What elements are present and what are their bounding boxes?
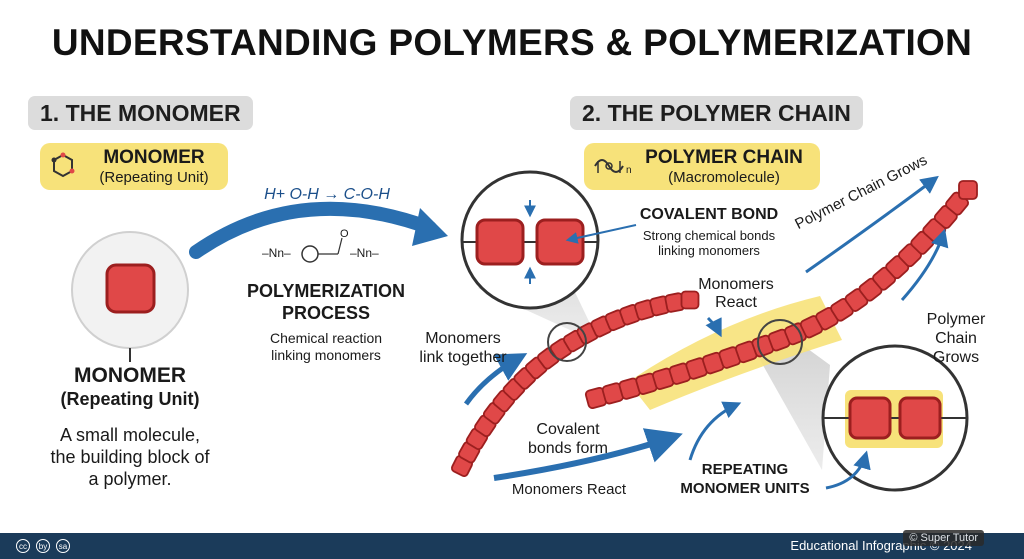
polymer-icon xyxy=(594,159,624,173)
process-arrow xyxy=(189,201,437,259)
zoom-cone-bottom xyxy=(760,330,830,470)
covalent-bond-description: Strong chemical bonds linking monomers xyxy=(624,228,794,258)
arrow-repeating xyxy=(688,401,742,461)
process-description-line: linking monomers xyxy=(271,347,381,363)
reaction-equation: H+ O-H → C-O-H xyxy=(252,186,402,204)
covalent-desc-line: Strong chemical bonds xyxy=(642,228,776,243)
covalent-bond-title: COVALENT BOND xyxy=(639,206,779,223)
label-line: React xyxy=(715,294,757,311)
monomer-description-line: a polymer. xyxy=(88,469,172,489)
process-description: Chemical reaction linking monomers xyxy=(236,330,416,364)
equation-left: H+ O-H xyxy=(264,186,319,203)
monomer-pill: MONOMER (Repeating Unit) xyxy=(40,143,228,190)
monomer-pill-title: MONOMER xyxy=(103,147,205,168)
equation-right: C-O-H xyxy=(343,186,390,203)
arrow-link-together xyxy=(463,353,528,406)
polymer-chain-pill: n POLYMER CHAIN (Macromolecule) xyxy=(584,143,820,190)
monomers-link-together: Monomers link together xyxy=(408,329,518,367)
section-heading-monomer: 1. THE MONOMER xyxy=(28,96,253,130)
process-title: POLYMERIZATION PROCESS xyxy=(236,280,416,324)
covalent-bonds-form: Covalent bonds form xyxy=(518,420,618,458)
process-arrow-head xyxy=(412,208,448,246)
footer-bar: Educational Infographic © 2024 xyxy=(0,533,1024,559)
polymer-chain-grows-right: Polymer Chain Grows xyxy=(916,310,996,367)
monomer-description: A small molecule, the building block of … xyxy=(20,424,240,490)
equation-arrow: → xyxy=(323,186,340,203)
benzene-ring xyxy=(301,245,319,263)
label-line: REPEATING xyxy=(701,461,789,478)
arrow-to-zoom xyxy=(825,450,871,490)
zoom-monomer-4 xyxy=(898,396,942,440)
label-line: Monomers xyxy=(698,276,774,293)
monomers-react-bottom: Monomers React xyxy=(511,481,627,498)
monomer-description-line: the building block of xyxy=(50,447,210,467)
covalent-pointer xyxy=(565,224,637,244)
label-line: Monomers xyxy=(425,330,501,347)
polymer-chains xyxy=(450,180,978,478)
monomer-unit-icon xyxy=(105,263,156,314)
process-title-line: PROCESS xyxy=(281,303,371,323)
formula-left: –Nn– xyxy=(262,246,291,260)
chain-monomer xyxy=(958,180,978,200)
label-line: Polymer xyxy=(926,311,986,328)
arrow-bonds-form xyxy=(493,428,683,481)
chain-marker-2 xyxy=(757,319,803,365)
monomer-title: MONOMER xyxy=(74,364,186,387)
section-heading-polymer-chain: 2. THE POLYMER CHAIN xyxy=(570,96,863,130)
by-icon: by xyxy=(36,539,50,553)
cc-icon: cc xyxy=(16,539,30,553)
sa-icon: sa xyxy=(56,539,70,553)
page-title: UNDERSTANDING POLYMERS & POLYMERIZATION xyxy=(51,22,973,63)
zoom-monomer-2 xyxy=(535,218,585,266)
polymer-chain-pill-title: POLYMER CHAIN xyxy=(645,147,803,168)
monomer-description-line: A small molecule, xyxy=(59,425,201,445)
chain-monomer xyxy=(680,290,700,310)
covalent-desc-line: linking monomers xyxy=(658,243,760,258)
label-line: Grows xyxy=(932,349,980,366)
label-line: MONOMER UNITS xyxy=(680,480,810,497)
molecule-icon xyxy=(51,152,75,178)
monomers-react-top: Monomers React xyxy=(686,276,786,312)
process-description-line: Chemical reaction xyxy=(269,330,383,346)
arrow-chain-grows-top xyxy=(805,175,939,274)
formula-right: –Nn– xyxy=(350,246,379,260)
label-line: link together xyxy=(419,349,507,366)
zoom-monomer-3 xyxy=(848,396,892,440)
label-line: bonds form xyxy=(527,440,609,457)
formula-oxygen: O xyxy=(340,228,349,240)
polymer-icon-n: n xyxy=(626,165,632,176)
chain-marker-1 xyxy=(547,322,587,362)
zoom-circle-top xyxy=(460,170,600,310)
label-line: Covalent xyxy=(536,421,600,438)
monomer-pill-subtitle: (Repeating Unit) xyxy=(99,169,209,186)
label-line: Chain xyxy=(935,330,977,347)
arrow-monomers-react xyxy=(705,316,722,338)
repeating-monomer-units: REPEATING MONOMER UNITS xyxy=(660,460,830,498)
polymer-chain-pill-subtitle: (Macromolecule) xyxy=(668,169,780,186)
watermark-badge: © Super Tutor xyxy=(903,530,984,546)
zoom-monomer-1 xyxy=(475,218,525,266)
monomer-subtitle: (Repeating Unit) xyxy=(60,389,200,409)
process-title-line: POLYMERIZATION xyxy=(246,281,405,301)
arrow-chain-grows-right xyxy=(900,228,949,301)
